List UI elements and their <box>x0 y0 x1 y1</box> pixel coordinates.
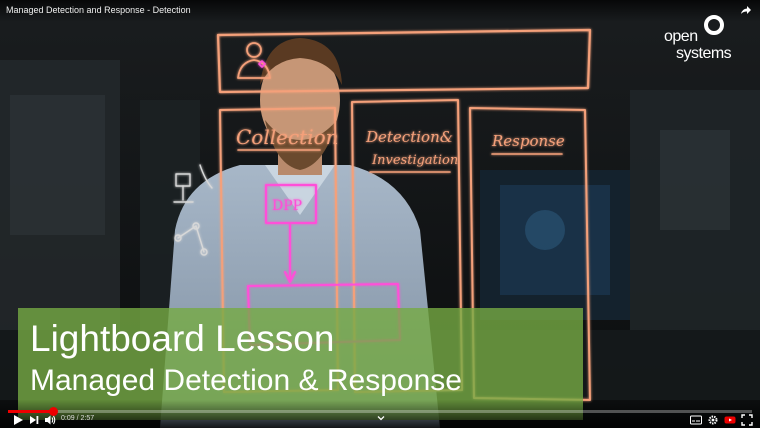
label-detection: Detection& <box>365 128 453 146</box>
time-display: 0:09 / 2:57 <box>61 415 94 422</box>
banner-title: Lightboard Lesson <box>30 318 335 359</box>
progress-bar[interactable] <box>8 407 752 416</box>
volume-icon[interactable] <box>44 414 56 426</box>
subtitles-icon[interactable] <box>690 414 702 426</box>
player-controls <box>0 400 760 428</box>
next-icon[interactable] <box>28 414 40 426</box>
current-time: 0:09 <box>61 415 75 422</box>
fullscreen-icon[interactable] <box>741 414 753 426</box>
logo-ring-icon <box>704 15 724 35</box>
logo-word-open: open <box>664 28 698 45</box>
banner-subtitle: Managed Detection & Response <box>30 364 462 397</box>
lightboard-labels: Collection Detection& Investigation Resp… <box>236 125 565 214</box>
label-investigation: Investigation <box>371 153 458 168</box>
youtube-icon[interactable] <box>724 414 736 426</box>
settings-icon[interactable] <box>707 414 719 426</box>
progress-played <box>8 410 53 413</box>
play-icon[interactable] <box>12 414 24 426</box>
logo-word-systems: systems <box>676 45 732 62</box>
scrubber-handle[interactable] <box>48 407 58 416</box>
title-bar: Managed Detection and Response - Detecti… <box>0 0 760 22</box>
brand-logo: open systems <box>664 14 744 70</box>
label-dpp: DPP <box>272 198 302 214</box>
time-separator: / <box>76 415 79 422</box>
video-title[interactable]: Managed Detection and Response - Detecti… <box>6 5 191 15</box>
chevron-down-icon[interactable] <box>376 413 386 423</box>
label-collection: Collection <box>236 125 339 149</box>
duration: 2:57 <box>80 415 95 422</box>
label-response: Response <box>491 132 565 150</box>
share-icon[interactable] <box>740 4 752 16</box>
